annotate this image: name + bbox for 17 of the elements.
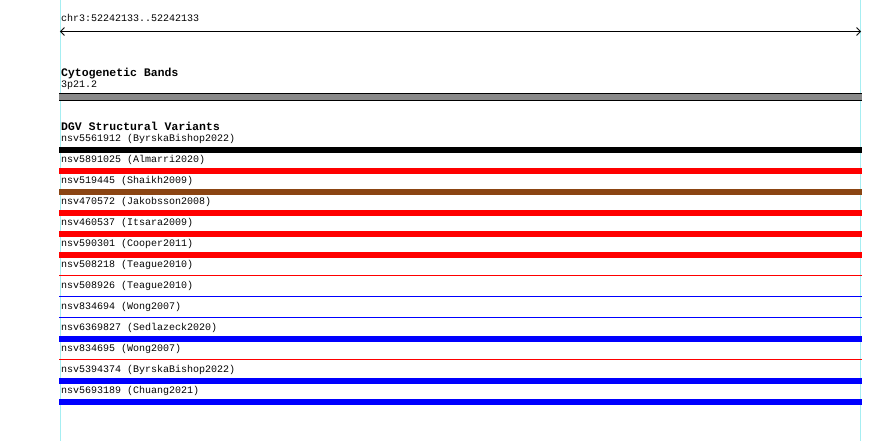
variant-label: nsv508218 (Teague2010) bbox=[61, 260, 194, 272]
variant-label: nsv6369827 (Sedlazeck2020) bbox=[61, 323, 218, 335]
variant-label: nsv508926 (Teague2010) bbox=[61, 281, 194, 293]
position-label: chr3:52242133..52242133 bbox=[61, 14, 200, 26]
band-label: 3p21.2 bbox=[61, 80, 98, 92]
variant-label: nsv5891025 (Almarri2020) bbox=[61, 155, 206, 167]
variant-label: nsv470572 (Jakobsson2008) bbox=[61, 197, 212, 209]
variant-label: nsv5561912 (ByrskaBishop2022) bbox=[61, 134, 236, 146]
variant-label: nsv834694 (Wong2007) bbox=[61, 302, 182, 314]
variant-label: nsv590301 (Cooper2011) bbox=[61, 239, 194, 251]
track-title: Cytogenetic Bands bbox=[61, 67, 178, 80]
variant-label: nsv834695 (Wong2007) bbox=[61, 344, 182, 356]
variant-label: nsv5693189 (Chuang2021) bbox=[61, 386, 200, 398]
variant-label: nsv460537 (Itsara2009) bbox=[61, 218, 194, 230]
variant-label: nsv519445 (Shaikh2009) bbox=[61, 176, 194, 188]
track-title: DGV Structural Variants bbox=[61, 121, 220, 134]
variant-label: nsv5394374 (ByrskaBishop2022) bbox=[61, 365, 236, 377]
